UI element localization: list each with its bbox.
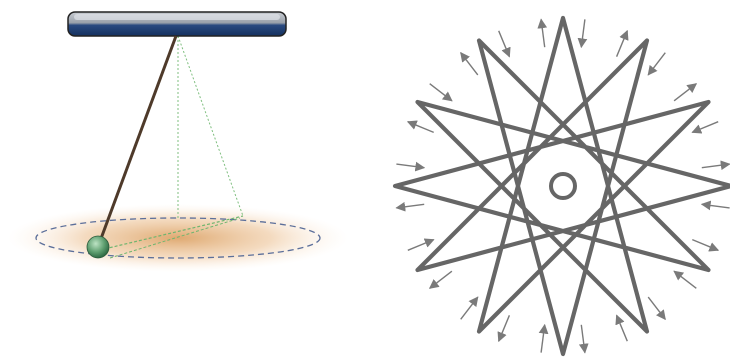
flow-arrow	[408, 122, 434, 133]
flow-arrow	[581, 19, 585, 47]
center-ring	[551, 174, 575, 198]
flow-arrow	[674, 271, 696, 288]
flow-arrow	[692, 240, 718, 251]
flow-arrow	[396, 164, 424, 168]
flow-arrow	[617, 315, 628, 341]
flow-arrow	[396, 204, 424, 208]
flow-arrow	[692, 122, 718, 133]
pendulum-panel	[8, 12, 348, 272]
flow-arrow	[648, 53, 665, 75]
pendulum-bob	[87, 236, 109, 258]
guide-line-slanted	[178, 36, 243, 216]
flow-arrow	[648, 297, 665, 319]
flow-arrow	[541, 325, 545, 353]
flow-arrow	[499, 315, 510, 341]
flow-arrow	[461, 297, 478, 319]
floor-glow	[8, 204, 348, 272]
flow-arrow	[408, 240, 434, 251]
flow-arrow	[541, 19, 545, 47]
support-bar-highlight	[74, 14, 280, 20]
flow-arrow	[702, 164, 730, 168]
flow-arrow	[430, 84, 452, 101]
flow-arrow	[674, 84, 696, 101]
flow-arrow	[430, 271, 452, 288]
flow-arrow	[461, 53, 478, 75]
rosette-panel	[395, 18, 730, 354]
flow-arrow	[499, 31, 510, 57]
flow-arrow	[617, 31, 628, 57]
flow-arrow	[702, 204, 730, 208]
flow-arrow	[581, 325, 585, 353]
